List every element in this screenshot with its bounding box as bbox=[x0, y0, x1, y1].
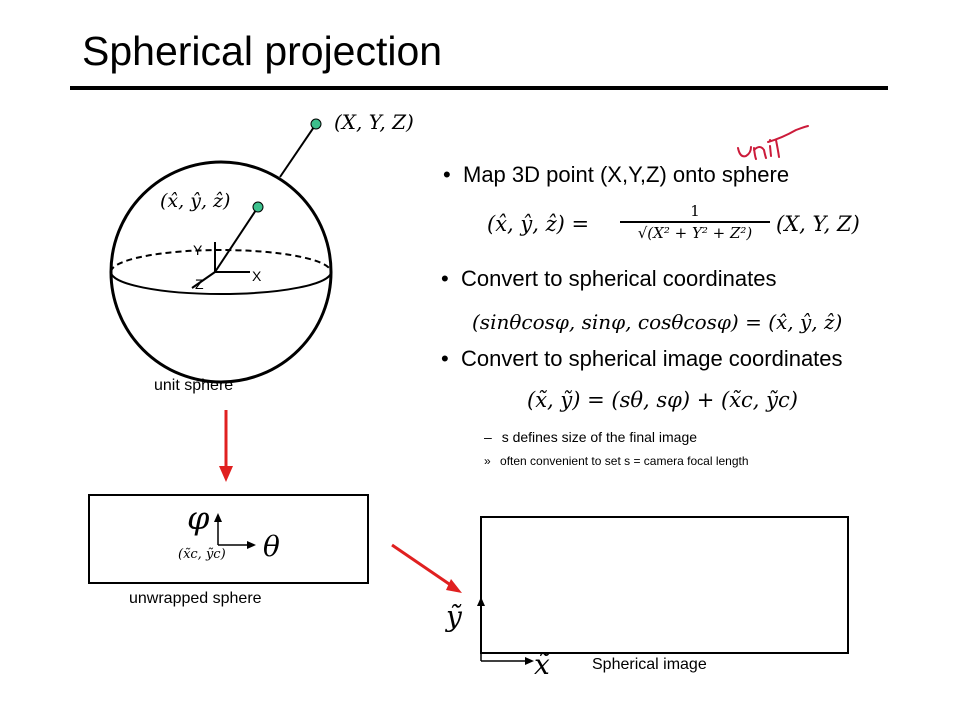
bullet-text: Map 3D point (X,Y,Z) onto sphere bbox=[463, 162, 790, 187]
arrow-diagonal-head bbox=[446, 579, 462, 593]
z-axis-line bbox=[191, 271, 216, 289]
phi-label: φ bbox=[187, 499, 210, 537]
handwritten-unit-text: unit bbox=[736, 128, 738, 129]
bullet-map-point: • Map 3D point (X,Y,Z) onto sphere bbox=[443, 162, 789, 188]
unit-point-marker bbox=[252, 201, 264, 213]
equation-1-rhs: (X, Y, Z) bbox=[776, 212, 860, 236]
axis-x-label: X bbox=[252, 268, 262, 284]
unwrapped-sphere-caption: unwrapped sphere bbox=[129, 590, 262, 607]
axis-z-label: Z bbox=[195, 276, 204, 292]
bullet-text: Convert to spherical image coordinates bbox=[461, 346, 843, 371]
arrow-diagonal-line bbox=[391, 543, 456, 590]
chevron-marker: » bbox=[484, 454, 491, 468]
title-rule bbox=[70, 86, 888, 90]
bullet-spherical-coords: • Convert to spherical coordinates bbox=[441, 266, 777, 292]
unit-sphere-caption: unit sphere bbox=[154, 377, 234, 394]
equation-3: (x̃, ỹ) = (sθ, sφ) + (x̃c, ỹc) bbox=[527, 388, 798, 412]
image-y-arrowhead bbox=[477, 597, 485, 606]
bullet-dot: • bbox=[443, 162, 451, 187]
image-y-label: ỹ bbox=[446, 600, 462, 633]
bullet-dot: • bbox=[441, 346, 449, 371]
image-x-arrowhead bbox=[525, 657, 534, 665]
bullet-text: Convert to spherical coordinates bbox=[461, 266, 777, 291]
sphere-equator-front bbox=[110, 271, 332, 295]
world-point-marker bbox=[310, 118, 322, 130]
unwrapped-theta-arrowhead bbox=[247, 541, 256, 549]
axis-y-label: Y bbox=[193, 242, 203, 258]
unwrapped-phi-arrowhead bbox=[214, 513, 222, 522]
unit-ray bbox=[214, 206, 259, 273]
dash-marker: – bbox=[484, 429, 492, 445]
theta-label: θ bbox=[263, 530, 280, 563]
equation-1-denominator: √(X² + Y² + Z²) bbox=[637, 224, 753, 242]
handwritten-unit-stroke bbox=[737, 125, 809, 160]
subpoint-size: – s defines size of the final image bbox=[484, 429, 697, 445]
center-label: (x̃c, ỹc) bbox=[178, 547, 226, 562]
outer-ray bbox=[279, 123, 317, 178]
arrow-down-head bbox=[219, 466, 233, 482]
subpoint-focal-text: often convenient to set s = camera focal… bbox=[500, 454, 749, 468]
spherical-image-caption: Spherical image bbox=[592, 656, 707, 673]
unwrapped-sphere-rect bbox=[88, 494, 369, 584]
bullet-dot: • bbox=[441, 266, 449, 291]
unit-point-label: (x̂, ŷ, ẑ) bbox=[160, 190, 231, 212]
spherical-image-rect bbox=[480, 516, 849, 654]
equation-1-numerator: 1 bbox=[690, 202, 700, 220]
bullet-image-coords: • Convert to spherical image coordinates bbox=[441, 346, 843, 372]
fraction-bar bbox=[620, 221, 770, 223]
image-x-label: x̃ bbox=[534, 648, 550, 681]
subpoint-focal: » often convenient to set s = camera foc… bbox=[484, 454, 749, 468]
equation-1-lhs: (x̂, ŷ, ẑ) = bbox=[487, 212, 590, 236]
subpoint-size-text: s defines size of the final image bbox=[501, 429, 698, 445]
sphere-equator-back bbox=[110, 249, 332, 273]
slide-title: Spherical projection bbox=[82, 28, 443, 74]
equation-2: (sinθcosφ, sinφ, cosθcosφ) = (x̂, ŷ, ẑ) bbox=[472, 310, 843, 334]
world-point-label: (X, Y, Z) bbox=[334, 110, 414, 134]
equation-1-fraction: 1 √(X² + Y² + Z²) bbox=[620, 202, 770, 242]
